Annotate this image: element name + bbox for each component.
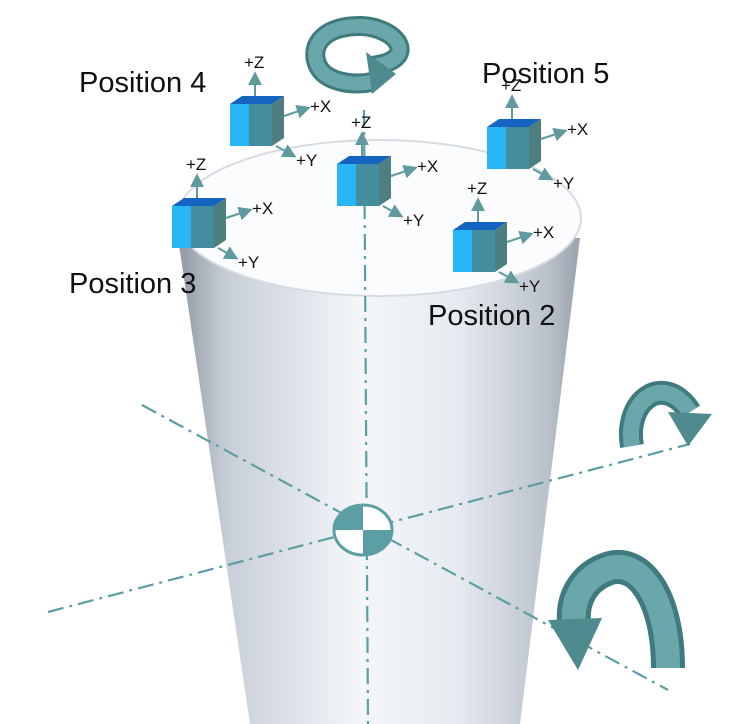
cube-shade	[190, 206, 214, 248]
position-1-cube: +Z +X +Y	[337, 113, 438, 230]
y-axis-label: +Y	[519, 277, 540, 296]
y-axis-label: +Y	[403, 211, 424, 230]
y-axis-arrow	[382, 204, 404, 218]
center-of-gravity-icon	[332, 503, 394, 557]
cube-shade	[471, 230, 495, 272]
cube-top-face	[172, 198, 226, 206]
z-axis-label: +Z	[186, 155, 206, 174]
y-axis-label: +Y	[553, 174, 574, 193]
sensor-cubes: +Z +X +Y +Z +X +Y +Z +X +Y +Z +X +Y +Z +X +Y	[172, 53, 588, 296]
cube-top-face	[487, 119, 541, 127]
x-axis-label: +X	[533, 223, 554, 242]
cube-side-face	[214, 198, 226, 248]
x-axis-label: +X	[310, 97, 331, 116]
y-axis-arrow	[275, 144, 297, 158]
bottom-rotation-arrow-icon	[548, 550, 685, 670]
cube-shade	[248, 104, 272, 146]
cube-top-face	[337, 156, 391, 164]
y-axis-arrow	[532, 167, 554, 181]
y-axis-label: +Y	[238, 253, 259, 272]
position-3-cube: +Z +X +Y	[172, 155, 273, 272]
cube-side-face	[529, 119, 541, 169]
cube-side-face	[379, 156, 391, 206]
x-axis-arrow	[506, 230, 534, 245]
cube-side-face	[272, 96, 284, 146]
top-rotation-arrow-icon	[305, 16, 410, 94]
x-axis-arrow	[225, 206, 253, 221]
cylinder-body	[178, 238, 580, 724]
z-axis-label: +Z	[467, 179, 487, 198]
position-labels: Position 4 Position 5 Position 3 Positio…	[69, 58, 609, 332]
x-axis-arrow	[390, 164, 418, 179]
x-axis-label: +X	[567, 120, 588, 139]
position-2-label: Position 2	[428, 300, 555, 332]
cube-top-face	[230, 96, 284, 104]
z-axis-label: +Z	[501, 76, 521, 95]
vertical-axis-line	[362, 109, 370, 724]
position-4-label: Position 4	[79, 67, 206, 99]
position-2-cube: +Z +X +Y	[453, 179, 554, 296]
y-axis-label: +Y	[296, 151, 317, 170]
position-5-cube: +Z +X +Y	[487, 76, 588, 193]
position-5-label: Position 5	[482, 58, 609, 90]
y-axis-arrow	[217, 246, 239, 260]
right-rotation-arrow-icon	[618, 380, 712, 449]
x-axis-arrow	[540, 127, 568, 142]
position-3-label: Position 3	[69, 268, 196, 300]
cube-shade	[355, 164, 379, 206]
z-axis-label: +Z	[351, 113, 371, 132]
x-axis-label: +X	[417, 157, 438, 176]
x-axis-label: +X	[252, 199, 273, 218]
cube-shade	[505, 127, 529, 169]
z-axis-label: +Z	[244, 53, 264, 72]
cube-top-face	[453, 222, 507, 230]
x-axis-arrow	[283, 104, 311, 119]
y-axis-arrow	[498, 270, 520, 284]
cube-side-face	[495, 222, 507, 272]
cylinder	[176, 139, 582, 724]
position-4-cube: +Z +X +Y	[230, 53, 331, 170]
